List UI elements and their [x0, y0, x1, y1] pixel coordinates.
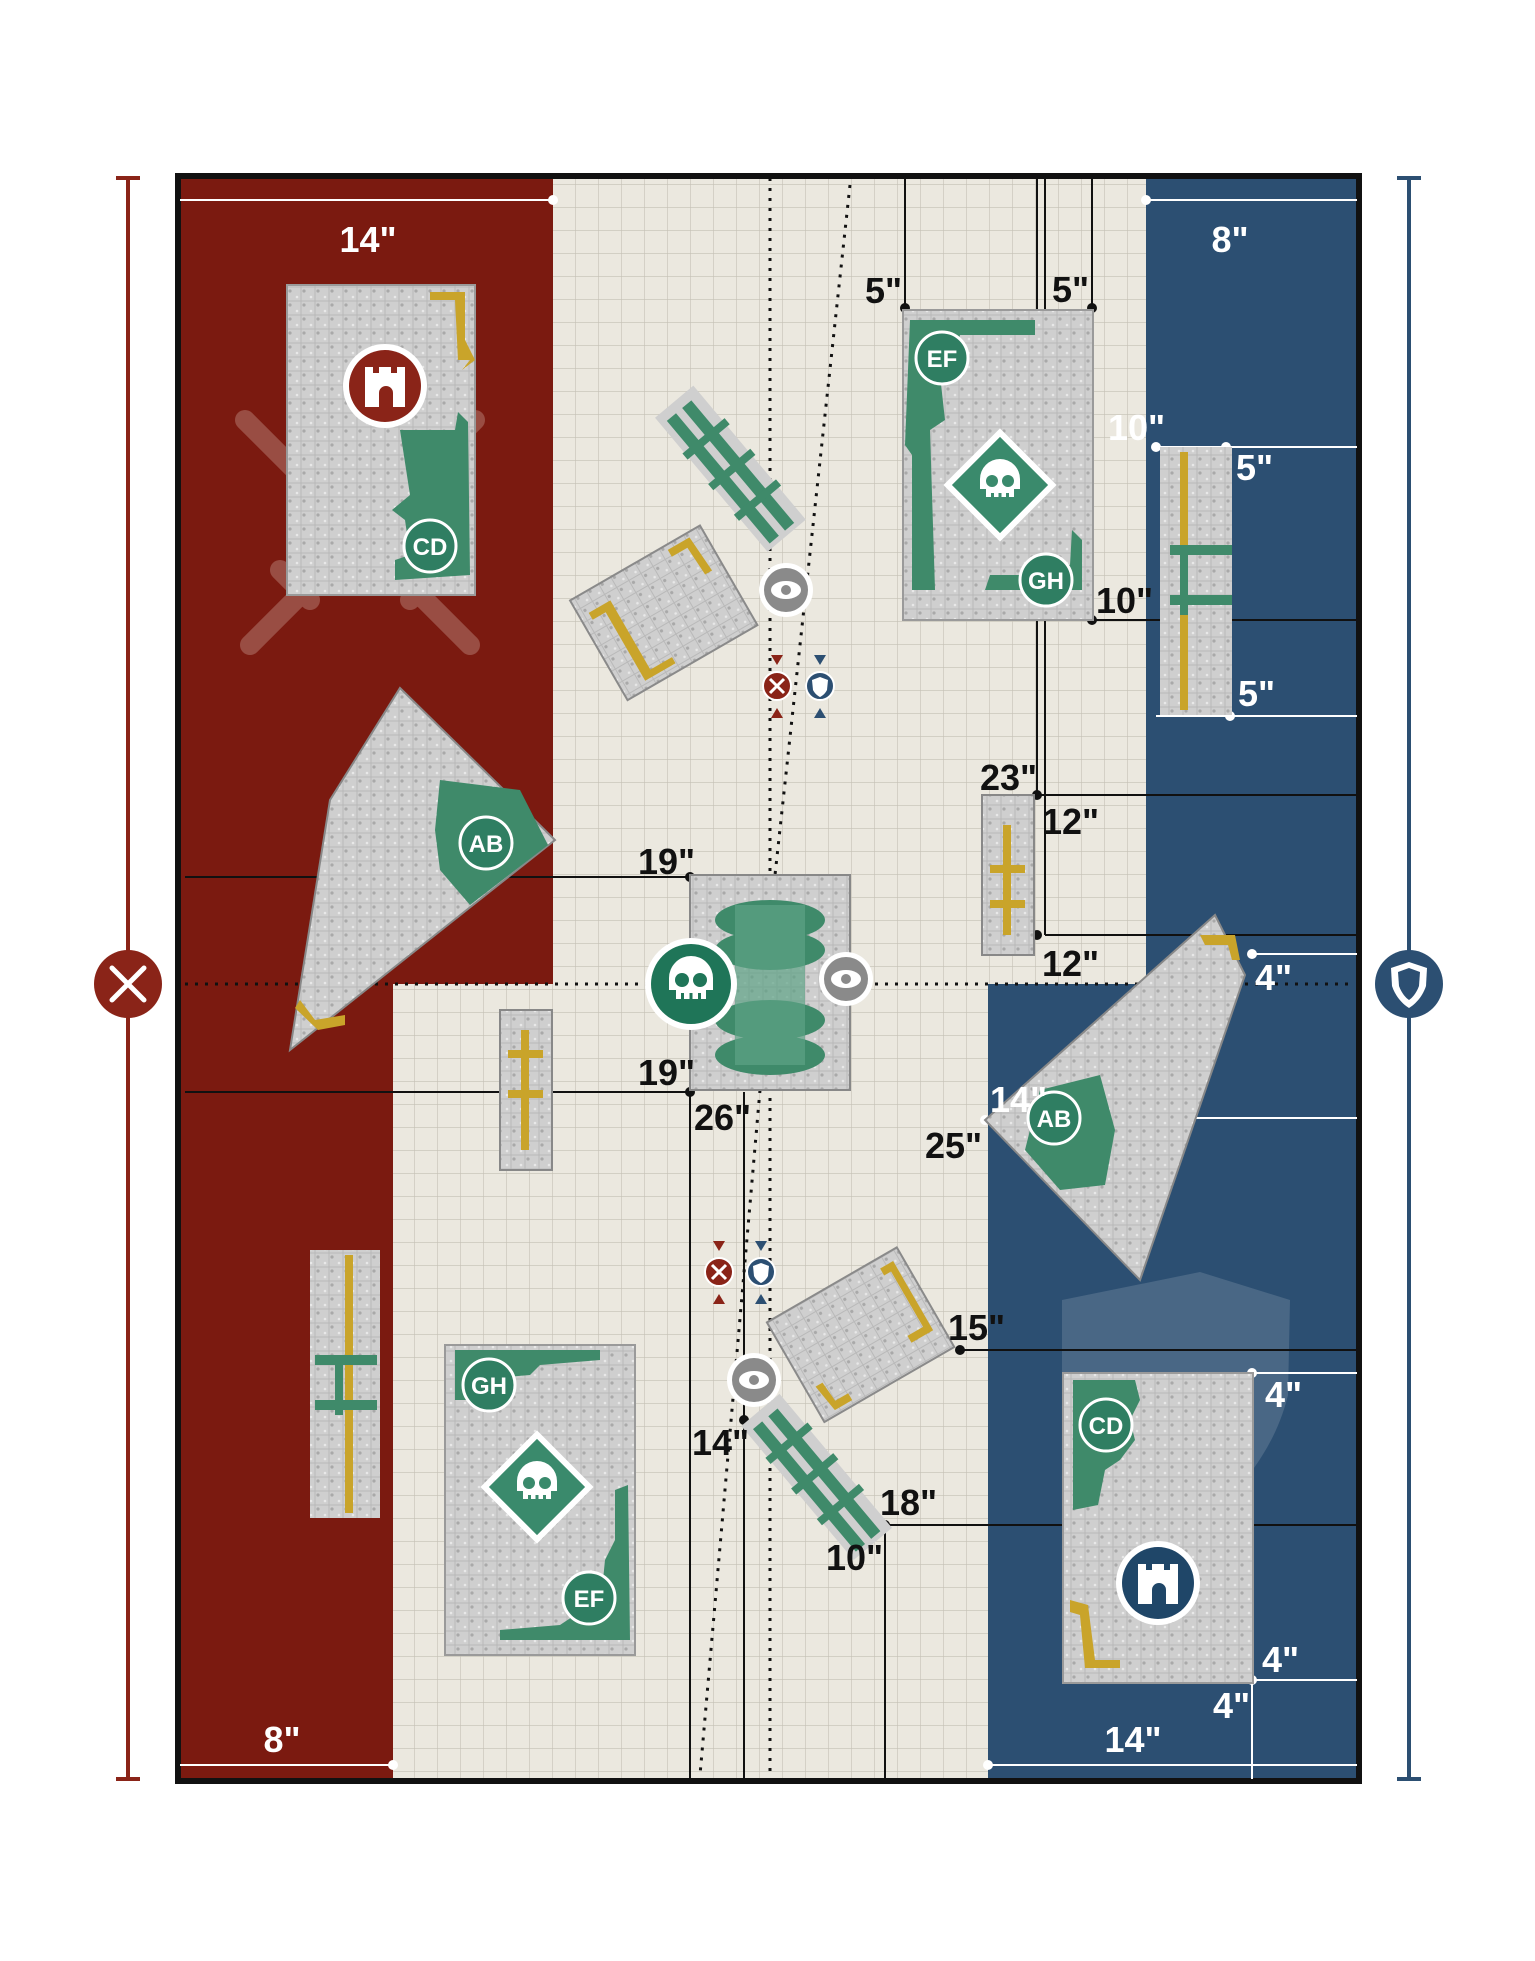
measure-4d: 4" [1213, 1685, 1250, 1726]
shield-icon [1375, 950, 1443, 1018]
measure-14b: 14" [692, 1422, 749, 1463]
ruin-left-narrow-bottom [310, 1250, 380, 1518]
svg-text:AB: AB [1037, 1106, 1072, 1133]
ruin-left-triangle [288, 686, 557, 1053]
terrain-code-gh-top: GH [1018, 552, 1074, 608]
label-red-bottom: 8" [263, 1719, 300, 1760]
terrain-code-cd-top: CD [402, 518, 458, 574]
terrain-code-ab-left: AB [458, 815, 514, 871]
crossed-swords-icon [94, 950, 162, 1018]
measure-14a: 14" [990, 1079, 1047, 1120]
measure-12a: 12" [1042, 801, 1099, 842]
svg-text:GH: GH [1028, 568, 1064, 595]
measure-26: 26" [694, 1097, 751, 1138]
measure-19b: 19" [638, 1052, 695, 1093]
board-border [175, 173, 1362, 1784]
measure-25: 25" [925, 1125, 982, 1166]
label-blue-top: 8" [1211, 219, 1248, 260]
measure-5b: 5" [1052, 269, 1089, 310]
measure-15: 15" [948, 1307, 1005, 1348]
svg-text:GH: GH [471, 1373, 507, 1400]
defender-home-tower-icon [1116, 1541, 1200, 1625]
measure-4b: 4" [1265, 1374, 1302, 1415]
defender-marker-top-icon [805, 655, 835, 718]
measure-19a: 19" [638, 841, 695, 882]
attacker-marker-bottom-icon [704, 1241, 734, 1304]
ruin-bottom-rotated-1 [765, 1246, 956, 1424]
svg-text:CD: CD [413, 534, 448, 561]
measure-23: 23" [980, 757, 1037, 798]
svg-text:AB: AB [469, 831, 504, 858]
ruin-right-narrow-middle [981, 794, 1035, 956]
measure-18: 18" [880, 1482, 937, 1523]
terrain-code-ef-top: EF [914, 330, 970, 386]
svg-text:EF: EF [574, 1586, 605, 1613]
attacker-marker-top-icon [762, 655, 792, 718]
ruin-left-narrow-middle [499, 1009, 553, 1171]
label-blue-bottom: 14" [1104, 1719, 1161, 1760]
terrain-code-cd-bottom: CD [1078, 1397, 1134, 1453]
eye-marker-bottom-icon [727, 1353, 781, 1407]
label-red-top: 14" [339, 219, 396, 260]
measure-5d: 5" [1238, 673, 1275, 714]
attacker-home-tower-icon [343, 344, 427, 428]
measure-5a: 5" [865, 270, 902, 311]
measure-4c: 4" [1262, 1639, 1299, 1680]
svg-text:EF: EF [927, 346, 958, 373]
svg-text:CD: CD [1089, 1413, 1124, 1440]
measure-5c: 5" [1236, 447, 1273, 488]
measure-10c: 10" [826, 1537, 883, 1578]
ruin-bottom-rotated-2 [741, 1393, 893, 1561]
ruin-top-rotated-1 [655, 385, 806, 552]
ruin-right-narrow-top [1160, 447, 1232, 715]
measure-12b: 12" [1042, 943, 1099, 984]
ruin-top-rotated-2 [568, 524, 759, 702]
measure-10b: 10" [1096, 580, 1153, 621]
defender-marker-bottom-icon [746, 1241, 776, 1304]
measure-4a: 4" [1255, 957, 1292, 998]
eye-marker-top-icon [759, 563, 813, 617]
eye-marker-center-icon [819, 952, 873, 1006]
terrain-code-ef-bottom: EF [561, 1570, 617, 1626]
skull-objective-center-icon [645, 938, 737, 1030]
measure-10a: 10" [1108, 407, 1165, 448]
terrain-code-gh-bottom: GH [461, 1357, 517, 1413]
terrain-code-ab-right: AB [1026, 1090, 1082, 1146]
